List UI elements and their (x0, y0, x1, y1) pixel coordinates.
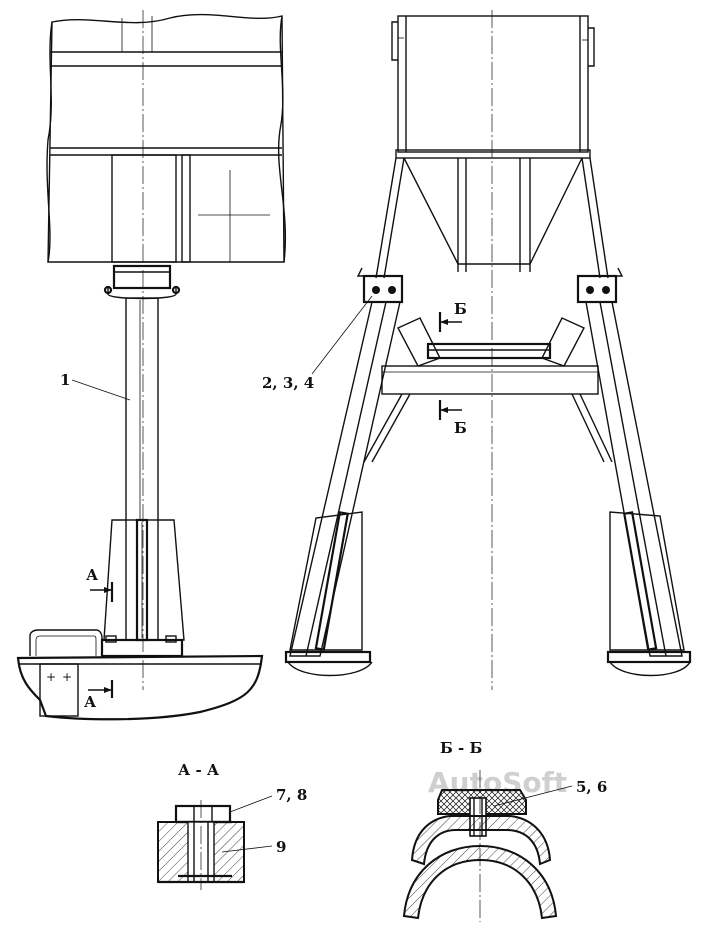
svg-text:+: + (62, 670, 72, 684)
section-mark-a-lower: А (84, 693, 97, 711)
callout-7-8: 7, 8 (276, 786, 307, 804)
callout-9: 9 (276, 838, 286, 856)
callout-1: 1 (60, 371, 70, 389)
section-title-b-b: Б - Б (440, 739, 482, 757)
section-title-a-a: А - А (178, 761, 220, 779)
front-view: Б Б 2, 3, 4 (262, 10, 692, 690)
section-a-a: А - А 7, 8 9 (157, 761, 307, 890)
section-b-b: Б - Б AutoSoft 5, 6 (402, 739, 607, 922)
callout-2-3-4: 2, 3, 4 (262, 374, 314, 392)
section-mark-b-lower: Б (454, 419, 467, 437)
callout-5-6: 5, 6 (576, 778, 607, 796)
section-mark-a-upper: А (86, 566, 99, 584)
side-view: + + А А 1 (16, 10, 287, 721)
svg-text:+: + (46, 670, 56, 684)
section-mark-b-upper: Б (454, 300, 467, 318)
